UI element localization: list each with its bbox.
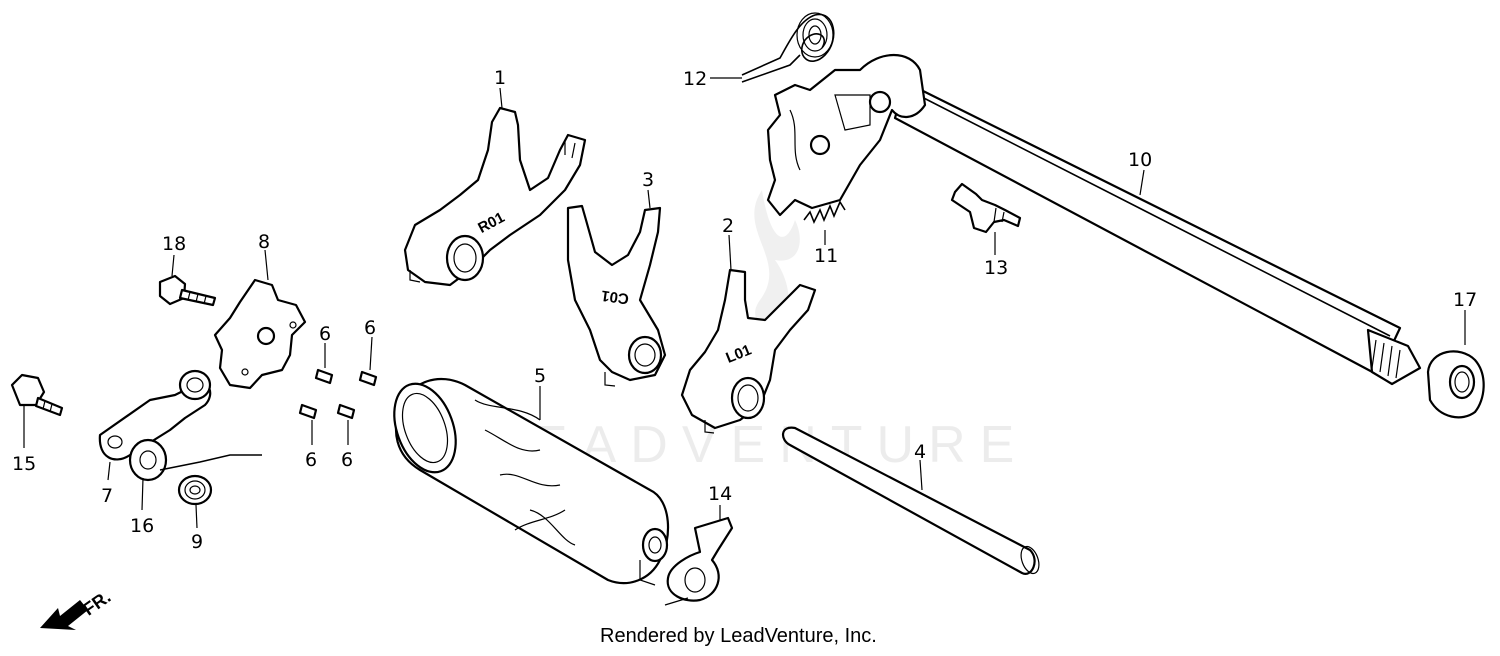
- part-7-stopper-arm[interactable]: [98, 369, 212, 461]
- front-direction-label: FR.: [79, 587, 114, 620]
- callout-9: 9: [191, 531, 203, 553]
- part-17-oil-seal[interactable]: [1426, 350, 1485, 419]
- part-2-shift-fork-left[interactable]: L01: [680, 268, 817, 434]
- callout-5: 5: [534, 365, 546, 387]
- callout-7: 7: [101, 485, 113, 507]
- callout-6c: 6: [305, 449, 317, 471]
- callout-3: 3: [642, 169, 654, 191]
- callout-18: 18: [162, 233, 186, 255]
- part-10-shift-shaft[interactable]: [766, 54, 1422, 386]
- callout-15: 15: [12, 453, 36, 475]
- callout-1: 1: [494, 67, 506, 89]
- part-13-stud-bolt[interactable]: [950, 182, 1022, 234]
- rendered-by-credit: Rendered by LeadVenture, Inc.: [600, 625, 877, 647]
- part-6-dowel-pins[interactable]: [298, 368, 378, 420]
- callout-14: 14: [708, 483, 732, 505]
- callout-6a: 6: [319, 323, 331, 345]
- fork-center-stamp: C01: [600, 287, 630, 308]
- part-4-guide-shaft[interactable]: [782, 426, 1042, 576]
- part-1-shift-fork-right[interactable]: R01: [403, 106, 587, 287]
- callout-17: 17: [1453, 289, 1477, 311]
- callout-16: 16: [130, 515, 154, 537]
- part-16-washer[interactable]: [128, 438, 168, 482]
- callout-12: 12: [683, 68, 707, 90]
- part-8-drum-plate[interactable]: [213, 278, 307, 390]
- callout-10: 10: [1128, 149, 1152, 171]
- part-15-bolt[interactable]: [10, 373, 64, 417]
- callout-6b: 6: [364, 317, 376, 339]
- part-5-shift-drum[interactable]: [383, 375, 670, 586]
- callout-2: 2: [722, 215, 734, 237]
- callout-8: 8: [258, 231, 270, 253]
- part-9-arm-spring[interactable]: [159, 454, 262, 506]
- part-18-bolt[interactable]: [158, 274, 217, 307]
- part-11-small-spring[interactable]: [803, 200, 846, 224]
- callout-13: 13: [984, 257, 1008, 279]
- callout-4: 4: [914, 441, 926, 463]
- callout-6d: 6: [341, 449, 353, 471]
- callout-11: 11: [814, 245, 838, 267]
- part-12-return-spring[interactable]: [741, 12, 835, 83]
- callout-leaders: [23, 77, 1466, 529]
- part-14-stopper-plate[interactable]: [664, 516, 734, 606]
- part-3-shift-fork-center[interactable]: C01: [566, 204, 667, 387]
- front-direction-arrow-icon: [40, 600, 88, 630]
